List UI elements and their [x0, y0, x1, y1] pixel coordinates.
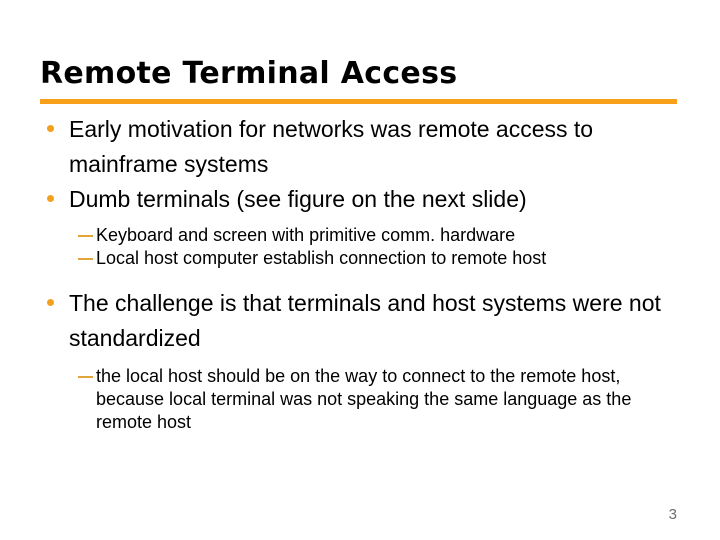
bullet-dot-icon [47, 299, 54, 306]
bullet-item: Early motivation for networks was remote… [40, 112, 688, 182]
sub-bullet-item: the local host should be on the way to c… [40, 365, 688, 434]
page-number: 3 [668, 506, 677, 523]
slide-body: Early motivation for networks was remote… [40, 112, 688, 434]
em-dash-icon [78, 376, 93, 378]
title-underline-rule [40, 99, 677, 104]
bullet-dot-icon [47, 125, 54, 132]
em-dash-icon [78, 258, 93, 260]
em-dash-icon [78, 235, 93, 237]
slide-title-block: Remote Terminal Access [40, 56, 680, 92]
sub-bullet-text: Keyboard and screen with primitive comm.… [96, 225, 516, 245]
sub-bullet-text: the local host should be on the way to c… [96, 366, 632, 432]
sub-bullet-item: Keyboard and screen with primitive comm.… [40, 224, 688, 247]
bullet-item: Dumb terminals (see figure on the next s… [40, 182, 688, 217]
bullet-text: The challenge is that terminals and host… [69, 290, 661, 351]
sub-bullet-text: Local host computer establish connection… [96, 248, 547, 268]
page-title: Remote Terminal Access [40, 56, 458, 91]
bullet-item: The challenge is that terminals and host… [40, 286, 688, 356]
bullet-text: Early motivation for networks was remote… [69, 116, 594, 177]
bullet-dot-icon [47, 195, 54, 202]
bullet-text: Dumb terminals (see figure on the next s… [69, 186, 527, 212]
sub-bullet-item: Local host computer establish connection… [40, 247, 688, 270]
